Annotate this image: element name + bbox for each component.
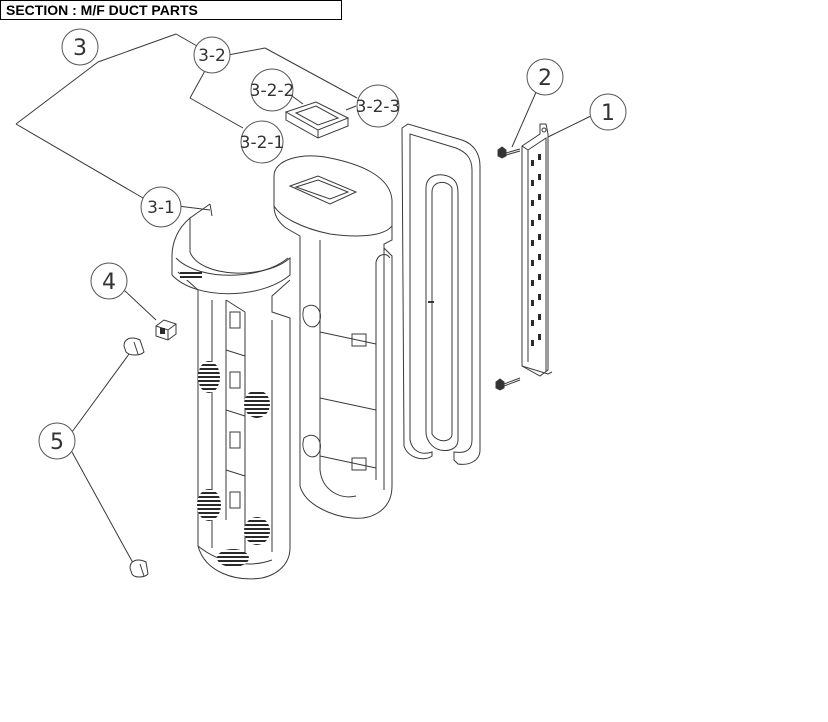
part-gasket (284, 101, 350, 139)
callout-circle-2 (526, 58, 564, 96)
part-rear-duct (273, 155, 393, 519)
part-rail-bracket (521, 123, 553, 377)
leader-lines (15, 33, 596, 564)
part-rail-slots (531, 154, 541, 346)
callout-circle-3-2-2 (250, 68, 294, 112)
callout-label-3-1: 3-1 (147, 198, 175, 218)
part-cap-bottom (129, 559, 149, 578)
callout-label-1: 1 (601, 101, 615, 126)
callout-label-3-2-3: 3-2-3 (356, 97, 401, 117)
part-seal-frame (401, 123, 481, 465)
callout-label-5: 5 (50, 430, 64, 455)
callout-circle-4 (90, 262, 128, 300)
part-front-cover (171, 203, 291, 580)
part-screw-bottom (495, 377, 521, 391)
callout-label-3-2: 3-2 (198, 46, 226, 66)
part-clip (155, 319, 177, 341)
section-header: SECTION : M/F DUCT PARTS (0, 0, 342, 20)
callout-label-4: 4 (102, 270, 116, 295)
callout-circle-5 (38, 422, 76, 460)
callout-circle-3-2 (193, 36, 231, 74)
callout-label-3-2-1: 3-2-1 (240, 133, 285, 153)
part-front-cover-vents (180, 272, 270, 567)
callout-label-2: 2 (538, 66, 552, 91)
callout-label-3-2-2: 3-2-2 (250, 81, 295, 101)
callout-circle-1 (589, 93, 627, 131)
callout-circle-3-2-1 (240, 120, 284, 164)
callout-label-3: 3 (73, 36, 87, 61)
part-cap-top (123, 337, 145, 356)
callout-circle-3 (61, 28, 99, 66)
callout-circle-3-1 (140, 186, 182, 228)
section-title: SECTION : M/F DUCT PARTS (6, 2, 198, 18)
callout-circle-3-2-3 (356, 84, 400, 128)
part-screw-top (497, 146, 521, 159)
